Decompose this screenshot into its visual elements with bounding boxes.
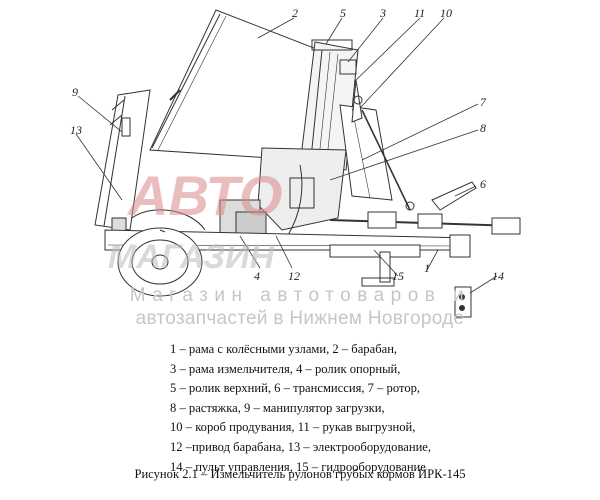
rotor-housing [219,147,347,239]
legend-line: 10 – короб продувания, 11 – рукав выгруз… [170,420,416,435]
legend-line: 12 –привод барабана, 13 – электрооборудо… [170,439,432,454]
callout-6: 6 [480,177,486,191]
leader-lines [75,17,498,294]
callout-5: 5 [340,6,346,20]
callout-14: 14 [492,269,504,283]
callout-11: 11 [414,6,426,20]
legend-line: 14 – пульт управления, 15 – гидрооборудо… [170,459,426,474]
grinder-frame [299,39,359,171]
callout-12: 12 [288,269,300,283]
legend-line: 1 – рама с колёсными узлами, 2 – барабан… [170,342,398,356]
callout-10: 10 [440,6,452,20]
rotor [339,79,393,201]
callout-2: 2 [292,6,298,20]
callout-9: 9 [72,85,78,99]
machine-drawing: АВТО МАГАЗИН 2 5 3 11 10 9 7 13 8 6 4 12… [70,6,521,318]
callout-8: 8 [480,121,486,135]
callout-13: 13 [70,123,82,137]
loading-manipulator [94,89,151,233]
legend: 1 – рама с колёсными узлами, 2 – барабан… [170,340,600,477]
callout-7: 7 [480,95,486,109]
legend-line: 5 – ролик верхний, 6 – трансмиссия, 7 – … [170,381,421,396]
legend-line: 3 – рама измельчителя, 4 – ролик опорный… [170,361,401,376]
callout-15: 15 [392,269,404,283]
transmission [329,181,521,235]
wheel [117,209,206,297]
callout-1: 1 [424,261,430,275]
callout-3: 3 [380,6,386,20]
figure-caption: Рисунок 2.1 – Измельчитель рулонов грубы… [134,467,466,481]
control-panel [454,286,472,318]
callout-4: 4 [254,269,260,283]
legend-line: 8 – растяжка, 9 – манипулятор загрузки, [170,400,385,415]
machine-drawing-svg [75,9,521,318]
stretcher [361,109,411,211]
